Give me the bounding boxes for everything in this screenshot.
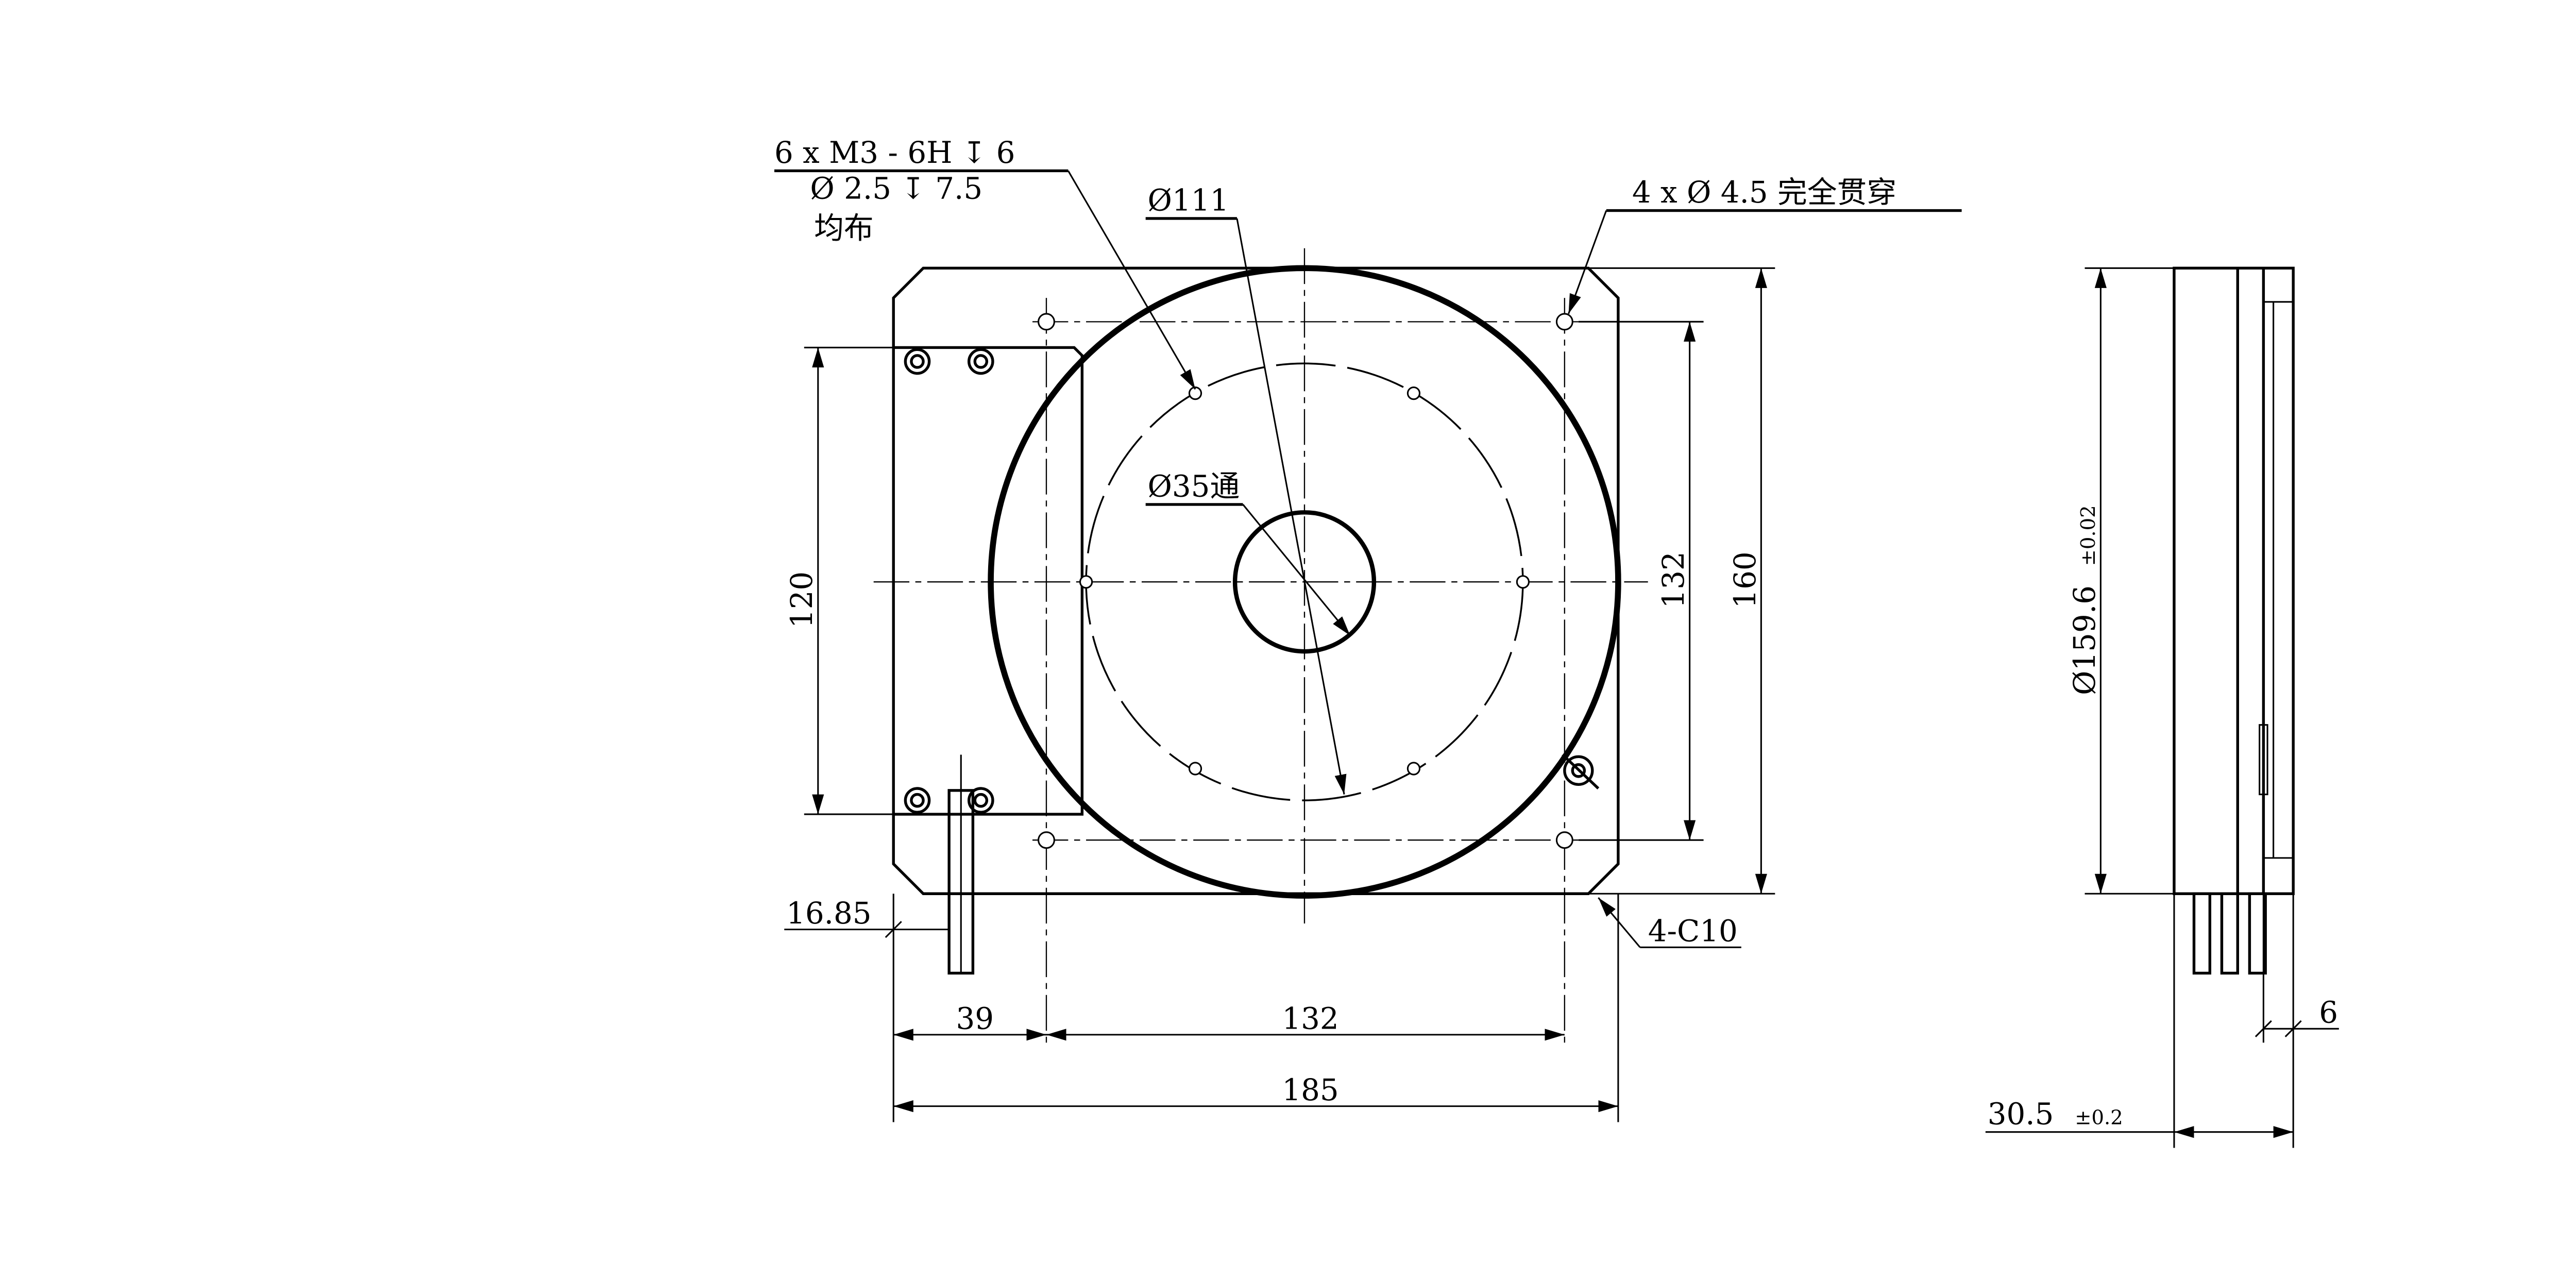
panel-height-dim: 120: [784, 571, 819, 628]
chamfer-callout: 4-C10: [1648, 914, 1738, 949]
cable-offset-dim: 16.85: [786, 896, 871, 931]
total-thickness-tolerance: ±0.2: [2075, 1106, 2123, 1129]
panel-screws: [904, 348, 994, 814]
tapped-holes-drill: Ø 2.5 ↧ 7.5: [810, 171, 982, 206]
through-holes: [1038, 313, 1573, 849]
overall-width-dim: 185: [1282, 1072, 1338, 1107]
hole-spacing-vertical-dim: 132: [1656, 551, 1691, 608]
tapped-holes: [1079, 386, 1530, 776]
left-offset-dim: 39: [956, 1001, 994, 1036]
hole-spacing-horizontal-dim: 132: [1282, 1001, 1338, 1036]
through-holes-callout: 4 x Ø 4.5 完全贯穿: [1632, 175, 1896, 210]
front-view: 6 x M3 - 6H ↧ 6 Ø 2.5 ↧ 7.5 均布 Ø111 4 x …: [774, 135, 1962, 1122]
tapped-holes-callout: 6 x M3 - 6H ↧ 6: [774, 135, 1015, 170]
diameter-tolerance: ±0.02: [2077, 505, 2100, 566]
total-thickness-dim: 30.5: [1988, 1096, 2054, 1131]
center-hole-dim: Ø35通: [1148, 468, 1240, 503]
connector-fitting: [1562, 753, 1600, 789]
cable-legs: [2192, 892, 2267, 975]
connector-panel: [893, 346, 1084, 816]
top-thickness-dim: 6: [2319, 995, 2338, 1030]
side-body: [2173, 266, 2295, 895]
base-plate-outline: [892, 266, 1620, 895]
overall-height-dim: 160: [1727, 551, 1762, 608]
tapped-holes-distribution: 均布: [814, 210, 874, 245]
side-view: Ø159.6 ±0.02 6 30.5 ±0.2: [1985, 266, 2339, 1148]
diameter-dim: Ø159.6: [2067, 585, 2102, 695]
bolt-circle-dim: Ø111: [1148, 183, 1229, 218]
